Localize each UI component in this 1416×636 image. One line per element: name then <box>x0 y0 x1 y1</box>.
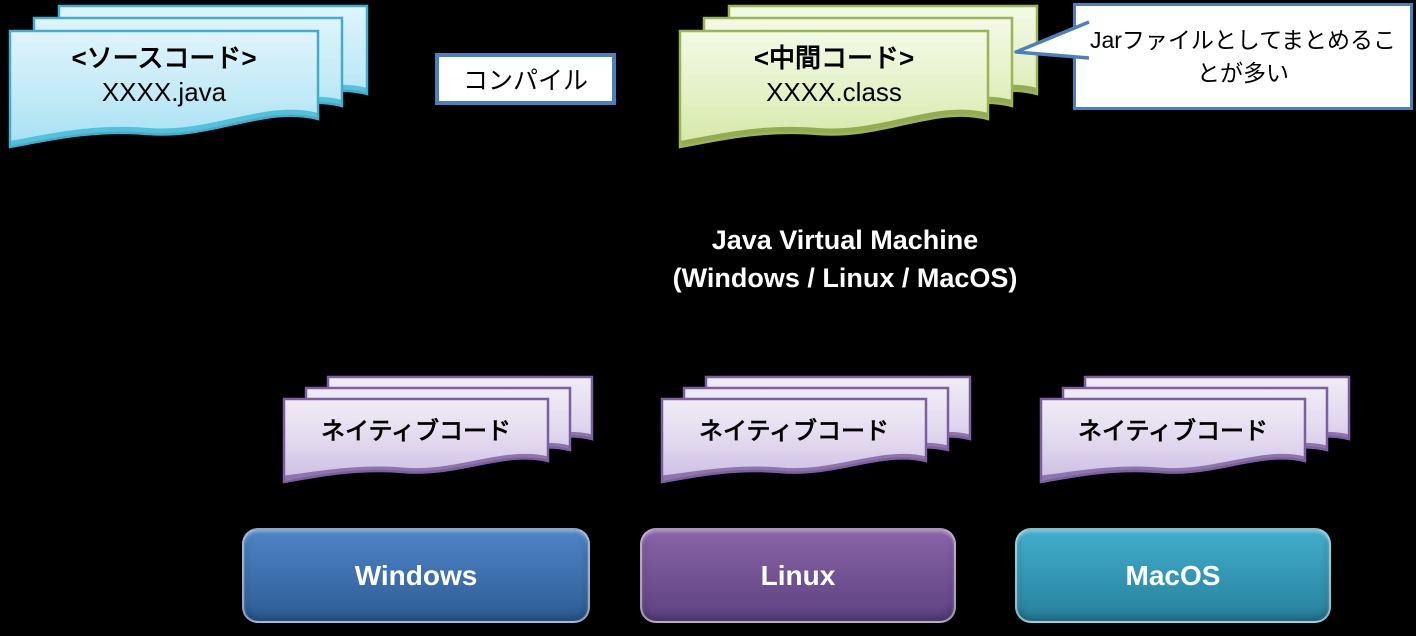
os-box-windows: Windows <box>242 528 590 623</box>
compile-box: コンパイル <box>435 53 616 105</box>
document-sheet-front-icon <box>8 29 320 157</box>
os-box-macos: MacOS <box>1015 528 1331 623</box>
os-label-macos: MacOS <box>1125 559 1221 591</box>
os-label-windows: Windows <box>354 559 478 591</box>
jvm-label-line1: Java Virtual Machine <box>711 225 979 255</box>
compile-label: コンパイル <box>462 67 588 95</box>
native-code-stack-windows: ネイティブコード <box>282 375 597 493</box>
os-label-linux: Linux <box>760 559 836 591</box>
native-code-stack-macos: ネイティブコード <box>1039 375 1354 493</box>
callout-tail-icon <box>1014 20 1090 60</box>
jvm-label-line2: (Windows / Linux / MacOS) <box>672 263 1018 293</box>
jar-callout-line1: Jarファイルとしてまとめるこ <box>1089 26 1397 53</box>
intermediate-code-stack: <中間コード> XXXX.class <box>678 4 1043 159</box>
jvm-label: Java Virtual Machine (Windows / Linux / … <box>545 221 1145 297</box>
document-sheet-front-icon <box>282 397 550 491</box>
source-code-stack: <ソースコード> XXXX.java <box>8 4 373 159</box>
jar-callout: Jarファイルとしてまとめるこ とが多い <box>1073 3 1413 110</box>
jar-callout-line2: とが多い <box>1197 59 1289 86</box>
document-sheet-front-icon <box>660 397 928 491</box>
document-sheet-front-icon <box>1039 397 1307 491</box>
document-sheet-front-icon <box>678 29 990 157</box>
native-code-stack-linux: ネイティブコード <box>660 375 975 493</box>
os-box-linux: Linux <box>640 528 956 623</box>
